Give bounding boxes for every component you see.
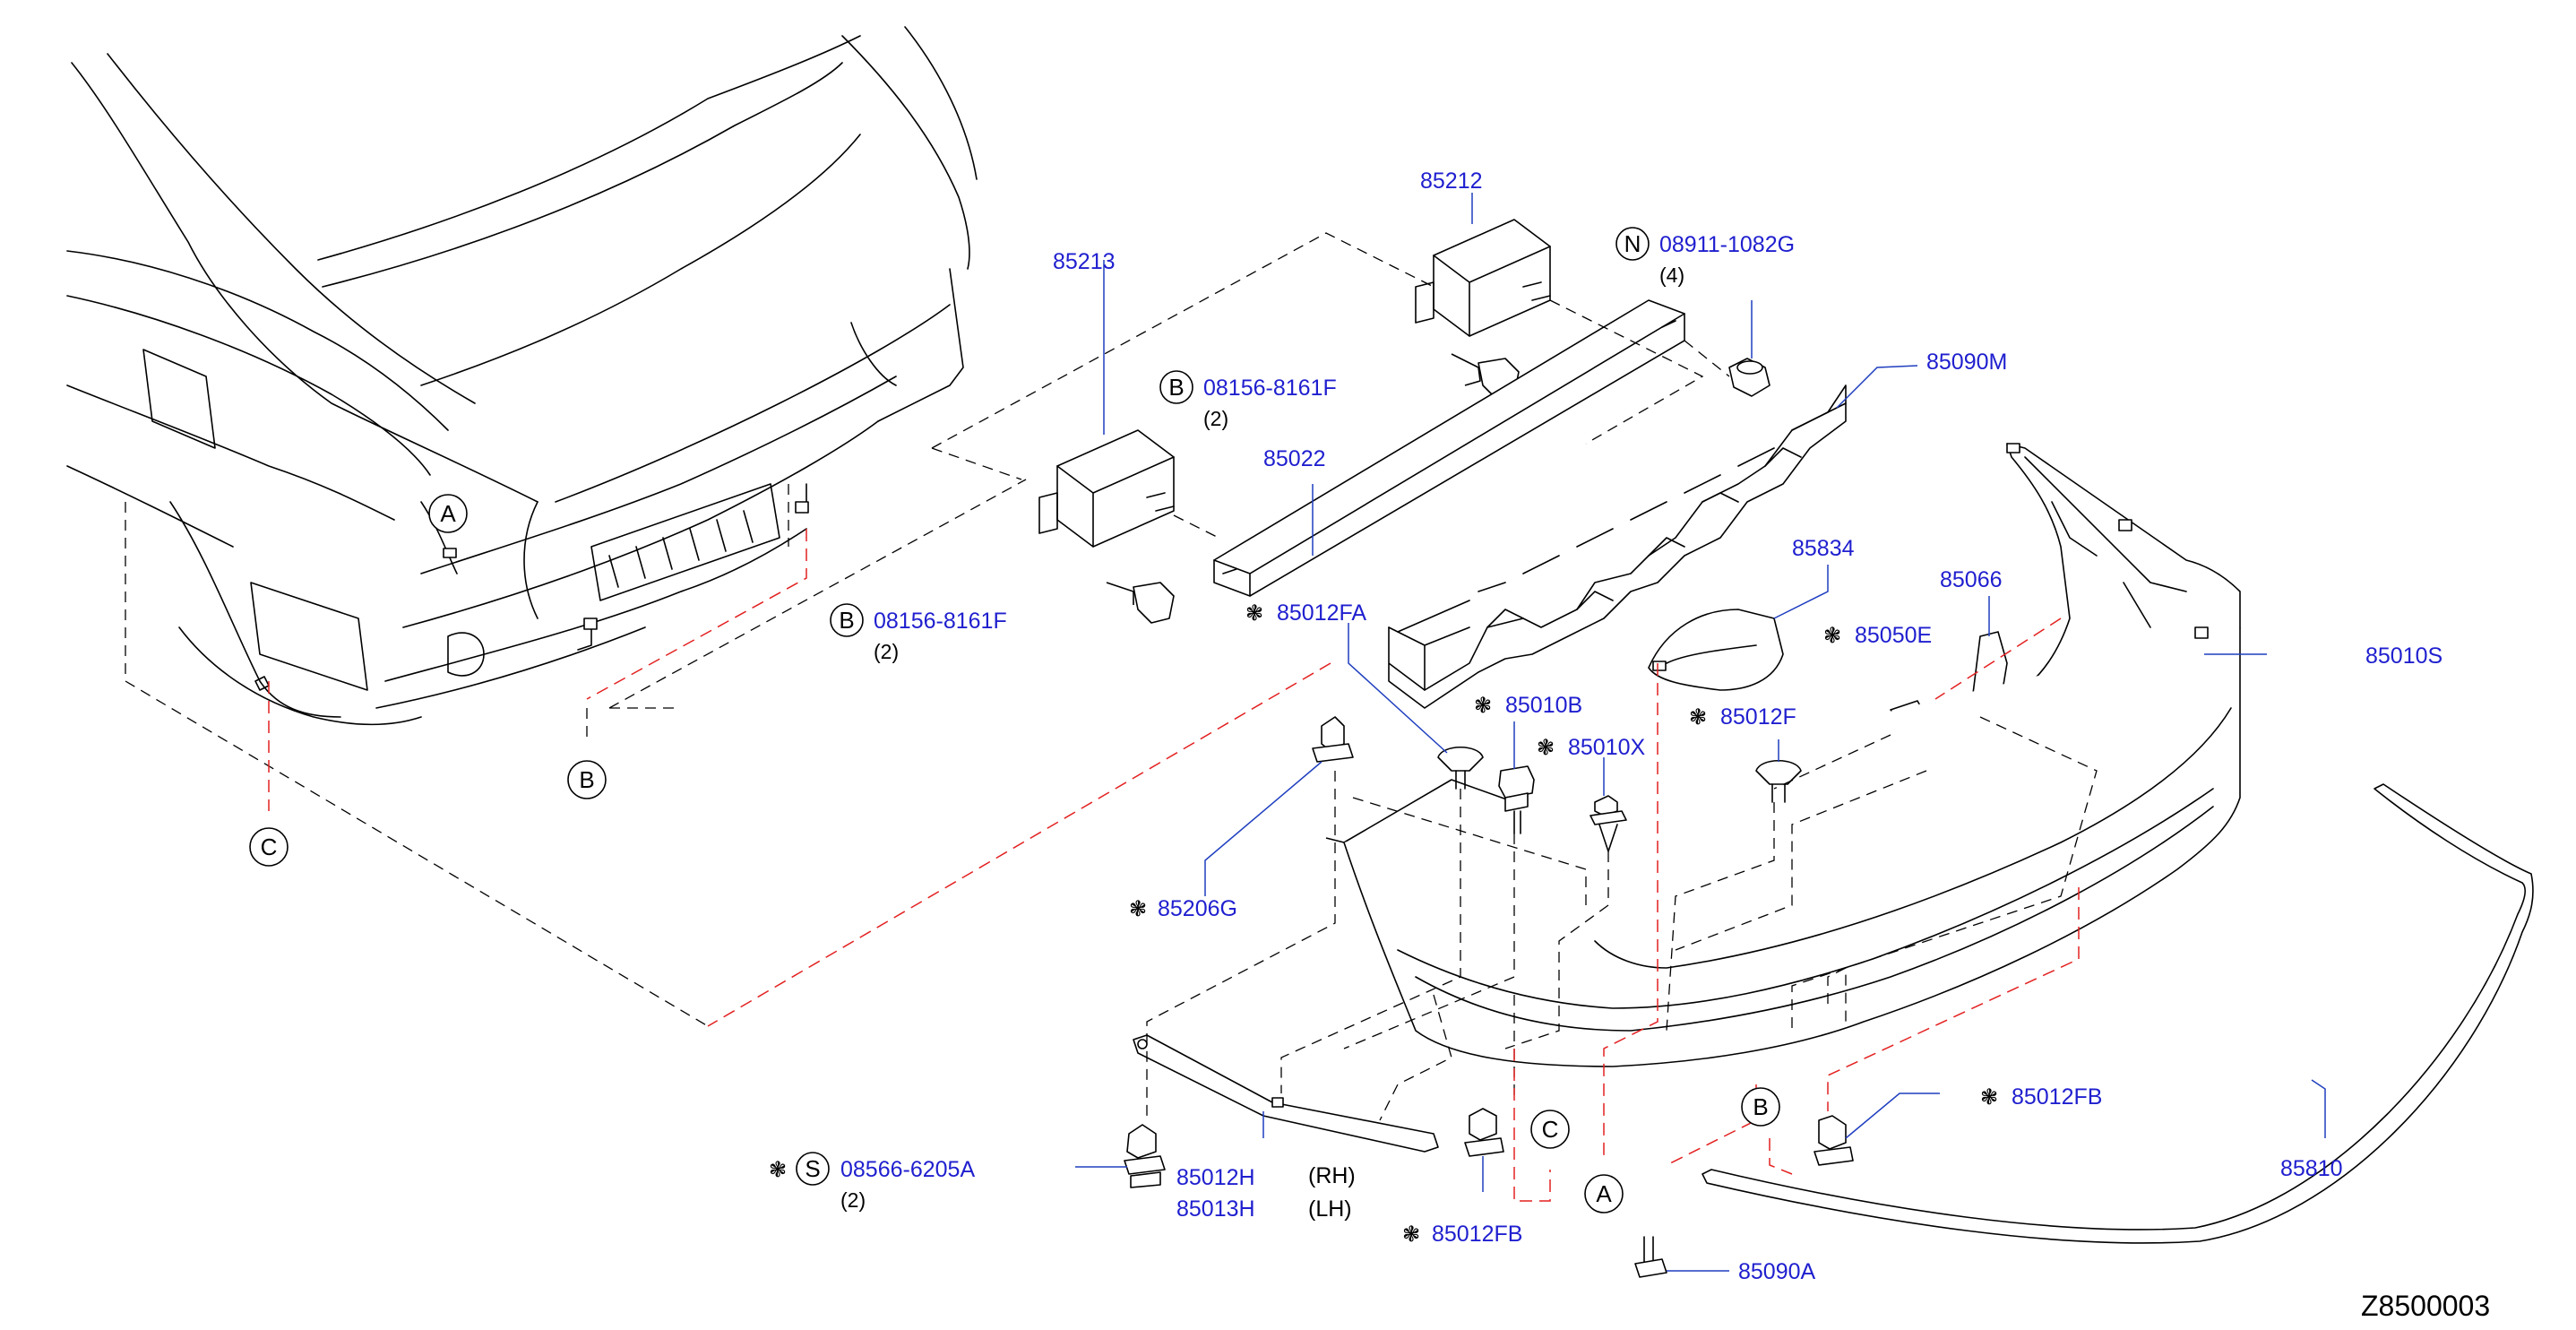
label-08156-lower-group: B 08156-8161F (2) (830, 603, 1007, 663)
side-rh: (RH) (1308, 1163, 1356, 1188)
label-85012FB-bottom: 85012FB (1432, 1222, 1522, 1247)
label-85206G: 85206G (1158, 896, 1237, 921)
connector-B-body: B (567, 760, 607, 799)
diagram-reference-code: Z8500003 (2361, 1290, 2490, 1322)
label-85066: 85066 (1940, 567, 2003, 592)
label-85012H: 85012H (1176, 1165, 1255, 1190)
bracket-85834 (1648, 609, 1784, 691)
label-08156-lower: 08156-8161F (874, 609, 1007, 634)
qty-08156-upper: (2) (1203, 407, 1228, 430)
clip-85206G (1312, 716, 1354, 763)
clip-85012F (1755, 760, 1802, 803)
connector-A-body: A (428, 494, 468, 533)
label-08566-group: ❃ S 08566-6205A (2) (769, 1152, 975, 1212)
connector-A-bumper: A (1584, 1174, 1624, 1213)
label-08566: 08566-6205A (840, 1157, 975, 1182)
star-85050E: ❃ (1823, 623, 1841, 648)
screw-08566 (1124, 1124, 1166, 1188)
qty-08156-lower: (2) (874, 640, 899, 663)
label-85810: 85810 (2280, 1156, 2343, 1181)
clip-85012FA (1437, 747, 1484, 790)
label-85090A: 85090A (1738, 1259, 1816, 1284)
label-85012F: 85012F (1720, 704, 1796, 730)
clip-85012FB-right (1814, 1115, 1854, 1166)
svg-text:B: B (1753, 1093, 1768, 1120)
star-85010B: ❃ (1474, 693, 1492, 718)
star-08566: ❃ (769, 1157, 787, 1182)
label-08156-upper-group: B 08156-8161F (2) (1159, 370, 1337, 430)
connector-B-bumper: B (1741, 1087, 1780, 1127)
star-85012FB-right: ❃ (1980, 1084, 1998, 1110)
moulding-85810 (1702, 783, 2534, 1244)
label-08911: 08911-1082G (1659, 232, 1795, 257)
part-number-labels: 85212 85213 N 08911-1082G (4) B 08156-81… (769, 168, 2442, 1284)
label-85010X: 85010X (1568, 735, 1646, 760)
svg-text:A: A (440, 500, 456, 527)
star-85012F: ❃ (1689, 704, 1707, 730)
star-85206G: ❃ (1129, 896, 1147, 921)
qty-08566: (2) (840, 1188, 866, 1212)
label-85834: 85834 (1792, 536, 1855, 561)
qty-08911: (4) (1659, 263, 1684, 287)
star-85010X: ❃ (1537, 735, 1555, 760)
assembly-guide-lines (125, 232, 2098, 1121)
svg-text:N: N (1624, 230, 1641, 257)
label-85212: 85212 (1420, 168, 1483, 194)
label-85013H: 85013H (1176, 1196, 1255, 1222)
label-85012FB-right: 85012FB (2012, 1084, 2102, 1110)
connector-C-bumper: C (1530, 1110, 1570, 1149)
svg-text:A: A (1596, 1180, 1612, 1207)
screw-85010B (1498, 765, 1535, 834)
bumper-bracket-85213 (1038, 429, 1175, 548)
label-85012FA: 85012FA (1277, 600, 1366, 626)
bumper-bracket-85212 (1415, 219, 1551, 337)
label-85022: 85022 (1263, 446, 1326, 471)
label-85090M: 85090M (1926, 350, 2007, 375)
clip-85012FB-bottom (1464, 1108, 1504, 1157)
label-85213: 85213 (1053, 249, 1116, 274)
svg-text:C: C (261, 833, 278, 860)
side-lh: (LH) (1308, 1196, 1352, 1222)
star-85012FA: ❃ (1245, 600, 1263, 626)
svg-text:B: B (839, 607, 854, 634)
label-85050E: 85050E (1855, 623, 1932, 648)
star-85012FB-bottom: ❃ (1402, 1222, 1420, 1247)
svg-text:B: B (579, 766, 594, 793)
label-08911-group: N 08911-1082G (4) (1615, 227, 1795, 287)
leader-lines (1075, 193, 2326, 1272)
energy-absorber-85090M (1388, 384, 1847, 709)
svg-text:C: C (1542, 1116, 1559, 1143)
bolt-85213 (1106, 582, 1175, 624)
connector-C-body: C (249, 827, 289, 867)
lower-bracket-85012H (1133, 1034, 1439, 1153)
label-85010S: 85010S (2365, 643, 2442, 669)
svg-text:B: B (1168, 374, 1184, 401)
svg-text:S: S (805, 1155, 820, 1182)
label-08156-upper: 08156-8161F (1203, 376, 1337, 401)
vehicle-rear-body (66, 26, 978, 726)
screw-85090A (1634, 1236, 1667, 1278)
label-85010B: 85010B (1505, 693, 1582, 718)
nut-08911 (1728, 358, 1770, 397)
